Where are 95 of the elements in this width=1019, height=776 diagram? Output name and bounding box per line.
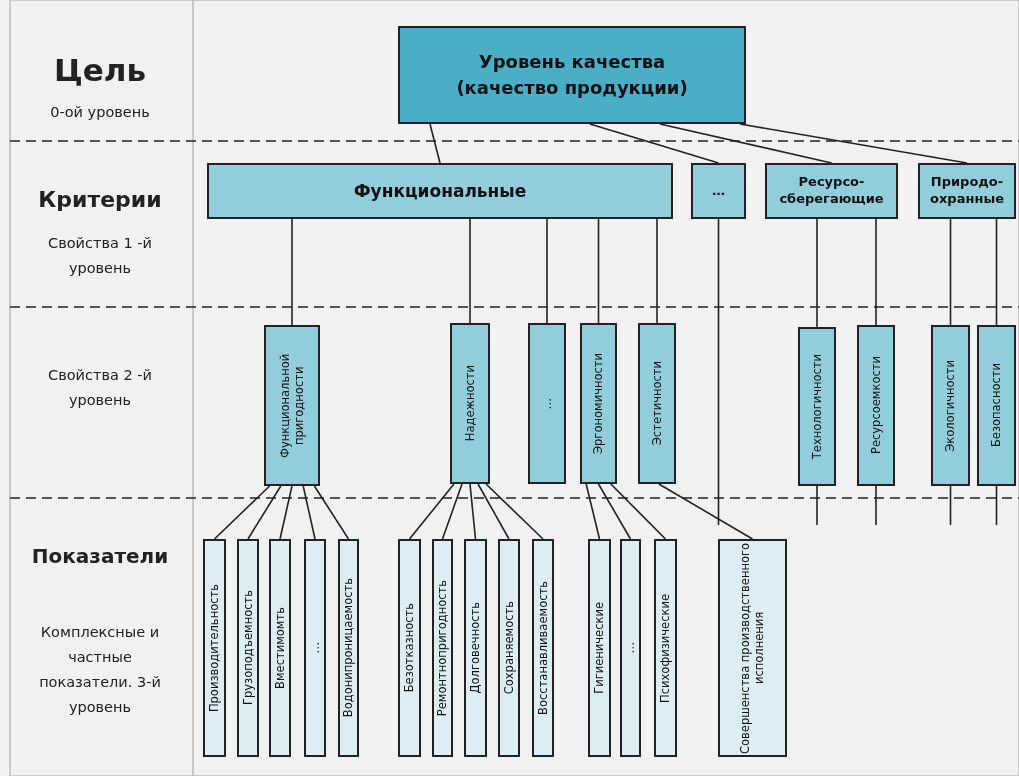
indicator-box	[654, 539, 677, 757]
level-description: 0-ой уровень	[49, 103, 151, 122]
indicator-box	[304, 539, 326, 757]
level-heading: Критерии	[37, 186, 163, 214]
indicator-box	[398, 539, 421, 757]
connector-line	[739, 123, 968, 164]
indicator-box	[620, 539, 641, 757]
connector-line	[408, 483, 455, 540]
connector-line	[469, 218, 471, 324]
connector-line	[313, 485, 350, 540]
indicator-box	[338, 539, 359, 757]
connector-line	[949, 218, 952, 326]
level-description: Комплексные и частные показатели. 3-й уровень	[38, 623, 162, 717]
connector-line	[485, 483, 544, 540]
node-label: Долговечность	[468, 602, 483, 694]
node-label: Ремонтнопригодность	[435, 579, 450, 717]
indicator-box	[498, 539, 520, 757]
level-description: Свойства 1 -й уровень	[47, 234, 153, 278]
property-box	[977, 325, 1016, 486]
connector-line	[995, 485, 998, 526]
node-label: Эргономичности	[591, 353, 606, 454]
connector-line	[597, 483, 632, 540]
property-box	[798, 327, 836, 486]
indicator-box	[203, 539, 226, 757]
node-label: Надежности	[462, 365, 478, 442]
node-label: Безотказность	[402, 603, 417, 693]
node-label: Производительность	[207, 583, 222, 713]
connector-line	[659, 123, 833, 164]
node-label: Безопасности	[989, 363, 1004, 448]
indicator-box	[588, 539, 611, 757]
connector-line	[816, 218, 818, 328]
indicator-box	[237, 539, 259, 757]
node-label: Водонипроницаемость	[341, 578, 356, 718]
node-label: …	[712, 182, 725, 200]
connector-line	[949, 485, 952, 526]
connector-line	[589, 123, 720, 164]
connector-line	[875, 218, 877, 326]
node-label: Функциональной пригодности	[277, 352, 307, 460]
property-box	[580, 323, 617, 484]
connector-line	[247, 485, 282, 540]
node-label: Вместимомть	[272, 607, 288, 689]
level-description: Свойства 2 -й уровень	[47, 366, 153, 410]
connector-line	[585, 483, 601, 540]
property-box	[638, 323, 676, 484]
connector-line	[302, 485, 316, 540]
connector-line	[477, 483, 510, 540]
node-label: Экологичности	[943, 359, 958, 452]
connector-line	[469, 483, 477, 540]
connector-line	[279, 485, 293, 540]
connector-line	[441, 483, 463, 540]
property-box	[528, 323, 566, 484]
node-label: Гигиенические	[592, 602, 607, 694]
property-box	[207, 163, 673, 219]
connector-line	[546, 218, 548, 324]
indicator-box	[718, 539, 787, 757]
node-label: …	[539, 397, 555, 410]
node-label: Психофизические	[658, 593, 673, 703]
node-label: Грузоподъемность	[240, 590, 256, 706]
indicator-box	[532, 539, 554, 757]
node-label: Уровень качества (качество продукции)	[455, 49, 689, 100]
indicator-box	[464, 539, 487, 757]
node-label: Совершенства производственного исполнения	[738, 541, 767, 755]
connector-line	[717, 218, 720, 526]
property-box	[857, 325, 895, 486]
node-label: Ресурсо- сберегающие	[778, 174, 885, 208]
property-box	[918, 163, 1016, 219]
node-label: Технологичности	[809, 353, 825, 460]
node-label: Функциональные	[353, 179, 527, 203]
connector-line	[429, 123, 441, 164]
node-label: Восстанавливаемость	[535, 581, 551, 715]
connector-line	[291, 218, 293, 326]
goal-box	[398, 26, 746, 124]
node-label: …	[307, 642, 323, 654]
connector-line	[597, 218, 600, 324]
property-box	[691, 163, 746, 219]
indicator-box	[432, 539, 453, 757]
connector-line	[816, 485, 818, 526]
level-heading: Цель	[52, 52, 148, 88]
node-label: Сохраняемость	[501, 601, 517, 695]
property-box	[765, 163, 898, 219]
connector-line	[213, 485, 271, 540]
connector-line	[610, 483, 667, 540]
property-box	[264, 325, 320, 486]
connector-line	[658, 483, 754, 540]
level-heading: Показатели	[30, 543, 170, 570]
indicator-box	[269, 539, 291, 757]
connector-line	[656, 218, 658, 324]
node-label: Природо- охранные	[929, 174, 1005, 208]
connector-line	[995, 218, 998, 326]
node-label: …	[623, 642, 638, 654]
connector-line	[875, 485, 877, 526]
node-label: Ресурсоемкости	[868, 356, 884, 455]
property-box	[450, 323, 490, 484]
property-box	[931, 325, 970, 486]
node-label: Эстетичности	[649, 361, 665, 446]
